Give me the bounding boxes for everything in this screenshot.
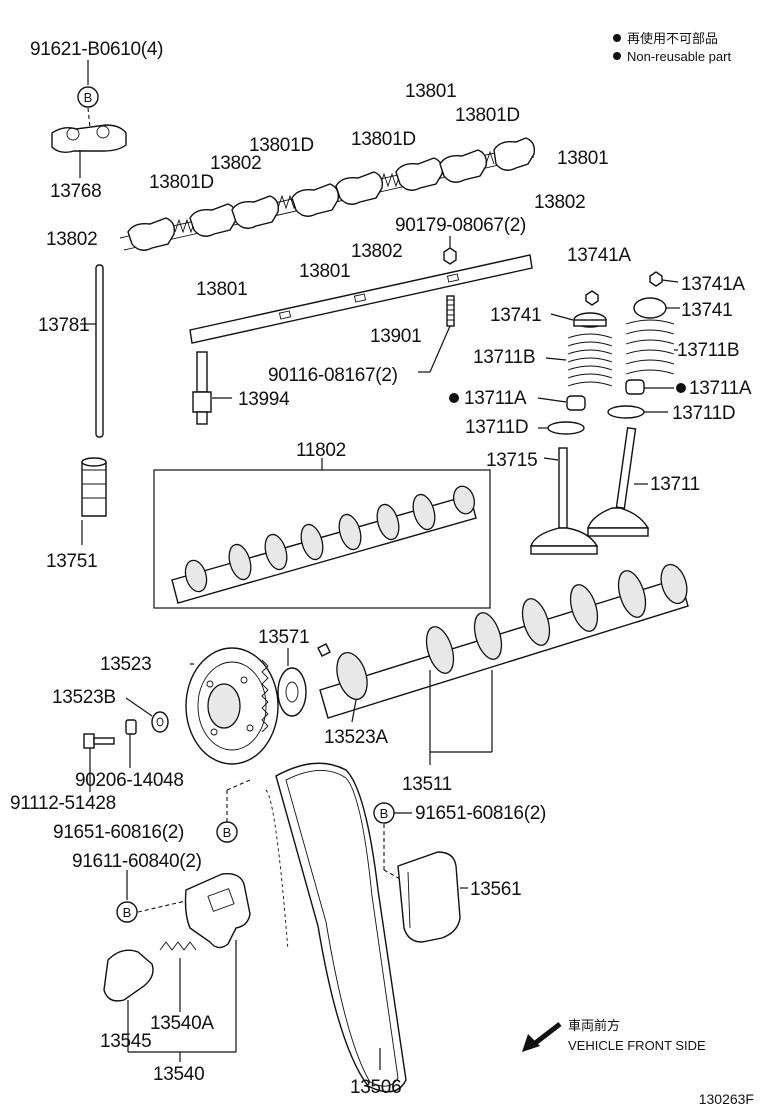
label-13711A[interactable]: 13711A (464, 388, 527, 409)
label-13802[interactable]: 13802 (351, 241, 403, 262)
label-13802[interactable]: 13802 (534, 192, 586, 213)
label-13540[interactable]: 13540 (153, 1064, 205, 1085)
part-13511[interactable] (317, 561, 691, 719)
label-13801[interactable]: 13801 (299, 261, 351, 282)
legend: 再使用不可部品 Non-reusable part (613, 31, 731, 64)
label-91651[interactable]: 91651-60816(2) (415, 803, 546, 824)
rocker-shaft-assembly[interactable] (119, 137, 536, 251)
label-90206[interactable]: 90206-14048 (75, 770, 184, 791)
label-13768[interactable]: 13768 (50, 181, 102, 202)
label-90179[interactable]: 90179-08067(2) (395, 215, 526, 236)
part-13901[interactable] (189, 254, 533, 344)
part-13751[interactable] (81, 457, 107, 517)
label-13715[interactable]: 13715 (486, 450, 538, 471)
part-13523[interactable] (185, 647, 279, 765)
part-13768[interactable] (51, 124, 127, 154)
label-13523[interactable]: 13523 (100, 654, 152, 675)
label-13901[interactable]: 13901 (370, 326, 422, 347)
non-reusable-dot-icon (676, 383, 686, 393)
part-13994[interactable] (192, 351, 212, 425)
label-13741[interactable]: 13741 (490, 305, 542, 326)
part-13523B[interactable] (151, 711, 169, 733)
non-reusable-dot-icon (613, 34, 621, 42)
direction-en: VEHICLE FRONT SIDE (568, 1038, 706, 1053)
part-13545[interactable] (103, 949, 154, 1002)
label-13802[interactable]: 13802 (210, 153, 262, 174)
label-90116[interactable]: 90116-08167(2) (268, 365, 398, 386)
legend-en: Non-reusable part (627, 49, 731, 64)
label-13741A[interactable]: 13741A (681, 274, 746, 295)
label-13711B[interactable]: 13711B (677, 340, 740, 361)
label-13781[interactable]: 13781 (38, 315, 90, 336)
valve-assembly-left[interactable] (530, 290, 613, 555)
part-91112[interactable] (83, 733, 115, 749)
label-13801D[interactable]: 13801D (351, 129, 416, 150)
label-13741[interactable]: 13741 (681, 300, 733, 321)
part-13561[interactable] (397, 851, 461, 943)
label-13571[interactable]: 13571 (258, 627, 310, 648)
legend-jp: 再使用不可部品 (627, 31, 718, 46)
part-90116[interactable] (446, 295, 455, 327)
label-13801D[interactable]: 13801D (249, 135, 314, 156)
part-11802[interactable] (171, 484, 477, 604)
part-13506[interactable] (265, 762, 407, 1093)
ref-b-icon (116, 901, 138, 923)
label-13711D[interactable]: 13711D (672, 403, 736, 424)
label-91112[interactable]: 91112-51428 (10, 793, 116, 814)
part-13540A[interactable] (159, 941, 197, 951)
ref-b-icon (77, 86, 99, 108)
label-13801D[interactable]: 13801D (149, 172, 214, 193)
label-13711D[interactable]: 13711D (465, 417, 529, 438)
ref-b-label: B (380, 806, 389, 821)
label-13751[interactable]: 13751 (46, 551, 98, 572)
diagram-id: 130263F (699, 1091, 754, 1107)
label-91611[interactable]: 91611-60840(2) (72, 851, 202, 872)
ref-b-label: B (223, 825, 232, 840)
valve-assembly-right[interactable] (587, 271, 675, 537)
label-13511[interactable]: 13511 (402, 774, 452, 795)
label-13523A[interactable]: 13523A (324, 727, 389, 748)
label-13801[interactable]: 13801 (557, 148, 609, 169)
part-13540[interactable] (184, 873, 251, 949)
label-13801[interactable]: 13801 (196, 279, 248, 300)
label-13802[interactable]: 13802 (46, 229, 98, 250)
non-reusable-dot-icon (613, 52, 621, 60)
part-90206[interactable] (125, 719, 137, 735)
part-13781[interactable] (95, 264, 104, 438)
part-labels: 91621-B0610(4) 13768 13801 13801D 13801 … (10, 39, 752, 1098)
non-reusable-dot-icon (449, 393, 459, 403)
label-13545[interactable]: 13545 (100, 1031, 152, 1052)
vehicle-front-arrow-icon (522, 1022, 562, 1052)
direction-jp: 車両前方 (568, 1018, 620, 1033)
label-13801[interactable]: 13801 (405, 81, 457, 102)
part-13571[interactable] (277, 667, 307, 717)
label-13741A[interactable]: 13741A (567, 245, 632, 266)
label-13711[interactable]: 13711 (650, 474, 700, 495)
part-90179[interactable] (443, 236, 457, 265)
label-13540A[interactable]: 13540A (150, 1013, 215, 1034)
ref-b-label: B (123, 905, 132, 920)
label-13801D[interactable]: 13801D (455, 105, 520, 126)
label-13711A[interactable]: 13711A (689, 378, 752, 399)
label-13711B[interactable]: 13711B (473, 347, 536, 368)
label-13561[interactable]: 13561 (470, 879, 522, 900)
label-91621[interactable]: 91621-B0610(4) (30, 39, 163, 60)
label-13994[interactable]: 13994 (238, 389, 290, 410)
ref-b-label: B (84, 90, 93, 105)
label-91651[interactable]: 91651-60816(2) (53, 822, 184, 843)
label-11802[interactable]: 11802 (296, 440, 346, 461)
label-13523B[interactable]: 13523B (52, 687, 116, 708)
label-13506[interactable]: 13506 (350, 1077, 402, 1098)
